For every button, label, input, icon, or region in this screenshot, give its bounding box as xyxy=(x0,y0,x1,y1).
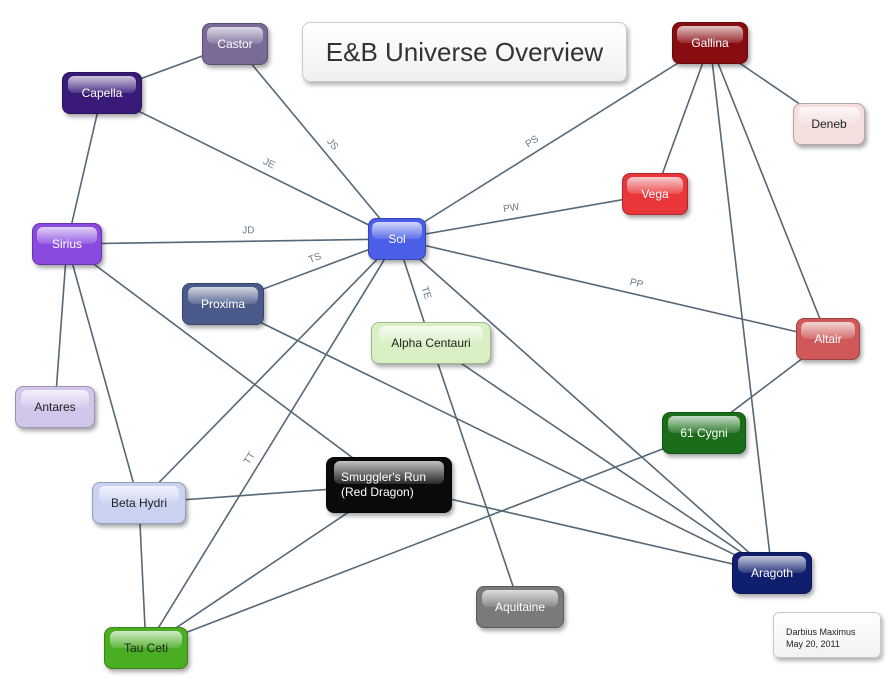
author-date: May 20, 2011 xyxy=(786,639,840,649)
node-label: Capella xyxy=(81,86,123,100)
node-beta-hydri[interactable]: Beta Hydri xyxy=(92,482,186,524)
node-label: Castor xyxy=(217,37,253,51)
node-label: Smuggler's Run (Red Dragon) xyxy=(341,470,426,499)
edge-castor-sol xyxy=(234,43,398,240)
edge-sol-altair xyxy=(396,238,829,340)
author-note: Darbius Maximus May 20, 2011 xyxy=(773,612,881,658)
node-cygni[interactable]: 61 Cygni xyxy=(662,412,746,454)
node-label: Antares xyxy=(34,400,76,414)
diagram-title: E&B Universe Overview xyxy=(302,22,627,82)
edge-vega-sol xyxy=(396,193,656,240)
node-gallina[interactable]: Gallina xyxy=(672,22,748,64)
node-label: Vega xyxy=(641,187,669,201)
edge-gallina-aragoth xyxy=(709,42,773,574)
node-label: Alpha Centauri xyxy=(391,336,471,350)
node-tau-ceti[interactable]: Tau Ceti xyxy=(104,627,188,669)
edge-capella-sirius xyxy=(66,92,103,245)
author-name: Darbius Maximus xyxy=(786,627,856,637)
node-proxima[interactable]: Proxima xyxy=(182,283,264,325)
edge-label-ps: PS xyxy=(524,134,541,151)
edge-sirius-antares xyxy=(54,243,68,408)
edge-capella-sol xyxy=(101,92,398,240)
node-label: 61 Cygni xyxy=(680,426,728,440)
edge-beta_hydri-tau_ceti xyxy=(138,502,147,649)
edge-label-ts: TS xyxy=(307,251,323,266)
node-label: Aquitaine xyxy=(494,600,546,614)
node-vega[interactable]: Vega xyxy=(622,173,688,215)
edge-smugglers_run-aragoth xyxy=(388,484,773,574)
node-label: Beta Hydri xyxy=(110,496,168,510)
node-label: Sol xyxy=(388,232,406,246)
node-label: Deneb xyxy=(811,117,847,131)
node-label: Proxima xyxy=(200,297,245,311)
node-label: Sirius xyxy=(51,237,82,251)
node-smugglers-run[interactable]: Smuggler's Run (Red Dragon) xyxy=(326,457,452,513)
node-castor[interactable]: Castor xyxy=(202,23,268,65)
edge-label-js: JS xyxy=(324,137,340,153)
edge-sirius-smugglers_run xyxy=(66,243,390,486)
edge-label-te: TE xyxy=(418,285,433,301)
edge-label-pw: PW xyxy=(502,202,520,216)
edge-label-tt: TT xyxy=(242,450,258,466)
node-antares[interactable]: Antares xyxy=(15,386,95,428)
edge-label-jd: JD xyxy=(242,225,254,236)
edge-label-je: JE xyxy=(261,156,277,171)
edge-sol-aragoth xyxy=(396,238,773,574)
edge-alpha_centauri-aragoth xyxy=(430,342,773,574)
edge-proxima-aragoth xyxy=(222,303,773,574)
edge-gallina-altair xyxy=(709,42,829,340)
node-aragoth[interactable]: Aragoth xyxy=(732,552,812,594)
edge-sirius-sol xyxy=(66,238,398,245)
edge-cygni-tau_ceti xyxy=(145,432,705,649)
node-label: Gallina xyxy=(691,36,729,50)
node-sirius[interactable]: Sirius xyxy=(32,223,102,265)
edge-alpha_centauri-aquitaine xyxy=(430,342,521,608)
edge-sol-beta_hydri xyxy=(138,238,398,504)
node-label: Aragoth xyxy=(750,566,794,580)
node-aquitaine[interactable]: Aquitaine xyxy=(476,586,564,628)
node-capella[interactable]: Capella xyxy=(62,72,142,114)
node-label: Altair xyxy=(814,332,842,346)
edge-gallina-sol xyxy=(396,42,711,240)
node-sol[interactable]: Sol xyxy=(368,218,426,260)
node-deneb[interactable]: Deneb xyxy=(793,103,865,145)
edge-label-pp: PP xyxy=(629,277,645,291)
edge-gallina-vega xyxy=(654,42,711,195)
edge-sol-tau_ceti xyxy=(145,238,398,649)
node-altair[interactable]: Altair xyxy=(796,318,860,360)
edge-sirius-beta_hydri xyxy=(66,243,140,504)
node-alpha-centauri[interactable]: Alpha Centauri xyxy=(371,322,491,364)
node-label: Tau Ceti xyxy=(123,641,169,655)
